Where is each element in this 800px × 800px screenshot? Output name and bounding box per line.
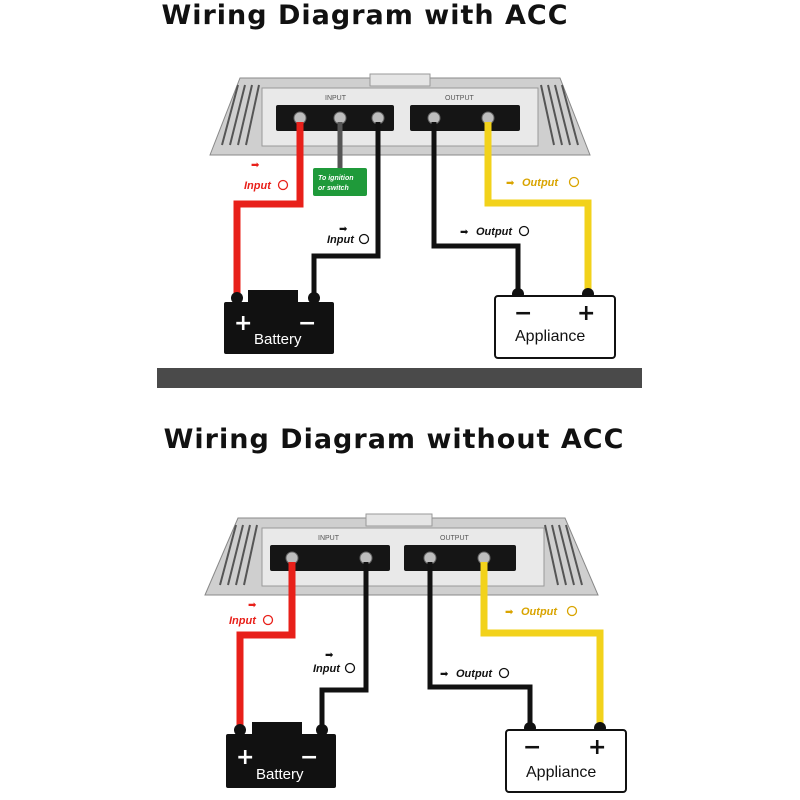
output-port-label: OUTPUT: [445, 95, 475, 102]
label-text: Output: [456, 668, 493, 680]
wire-output-negative: [431, 122, 521, 292]
label-output-negative: ➡ Output: [440, 667, 510, 680]
minus-circle-icon: [344, 662, 356, 674]
appliance: − + Appliance: [494, 288, 616, 359]
wire-output-positive: [480, 562, 604, 726]
appliance-plus-sign: +: [577, 301, 595, 326]
arrow-icon: ➡: [440, 669, 449, 680]
plus-circle-icon: [262, 614, 274, 626]
appliance-label: Appliance: [515, 328, 585, 345]
converter-unit: INPUT OUTPUT: [209, 73, 591, 156]
wire-input-positive: [236, 562, 296, 728]
battery: + − Battery: [224, 290, 334, 354]
output-port-label: OUTPUT: [440, 535, 470, 542]
battery-label: Battery: [254, 331, 302, 348]
appliance-minus-sign: −: [514, 301, 532, 326]
wire-input-negative: [311, 122, 381, 296]
plus-circle-icon: [566, 605, 578, 617]
battery: + − Battery: [226, 722, 336, 788]
battery-minus-sign: −: [300, 745, 318, 770]
label-output-positive: ➡ Output: [506, 176, 580, 189]
battery-label: Battery: [256, 766, 304, 783]
title-without-acc: Wiring Diagram without ACC: [163, 424, 625, 455]
label-input-negative: ➡ Input: [313, 650, 356, 675]
minus-circle-icon: [358, 233, 370, 245]
minus-circle-icon: [498, 667, 510, 679]
diagram-with-acc: INPUT OUTPUT To ignition or switch ➡ Inp…: [209, 73, 616, 359]
battery-plus-sign: +: [236, 745, 254, 770]
input-port-label: INPUT: [325, 95, 347, 102]
arrow-icon: ➡: [325, 650, 334, 661]
diagram-without-acc: INPUT OUTPUT ➡ Input ➡ Input ➡ Output ➡ …: [204, 513, 627, 793]
arrow-icon: ➡: [460, 227, 469, 238]
label-text: Output: [476, 226, 513, 238]
appliance-label: Appliance: [526, 764, 596, 781]
section-divider: [157, 368, 642, 388]
appliance-minus-sign: −: [523, 735, 541, 760]
battery-plus-sign: +: [234, 311, 252, 336]
minus-circle-icon: [518, 225, 530, 237]
label-text: Input: [327, 234, 355, 246]
label-text: Input: [244, 180, 272, 192]
label-text: Input: [229, 615, 257, 627]
acc-tag: To ignition or switch: [313, 168, 367, 196]
wire-input-negative: [319, 562, 369, 728]
arrow-icon: ➡: [339, 224, 348, 235]
converter-unit: INPUT OUTPUT: [204, 513, 599, 596]
label-input-negative: ➡ Input: [327, 224, 370, 246]
arrow-icon: ➡: [251, 160, 260, 171]
acc-tag-line1: To ignition: [318, 175, 354, 182]
input-port-label: INPUT: [318, 535, 340, 542]
title-with-acc: Wiring Diagram with ACC: [161, 0, 569, 31]
wire-output-positive: [484, 122, 592, 292]
label-text: Input: [313, 663, 341, 675]
arrow-icon: ➡: [505, 607, 514, 618]
battery-minus-sign: −: [298, 311, 316, 336]
plus-circle-icon: [277, 179, 289, 191]
label-text: Output: [521, 606, 558, 618]
label-output-negative: ➡ Output: [460, 225, 530, 238]
label-text: Output: [522, 177, 559, 189]
wire-output-negative: [427, 562, 533, 726]
label-input-positive: ➡ Input: [244, 160, 289, 192]
plus-circle-icon: [568, 176, 580, 188]
acc-tag-line2: or switch: [318, 185, 349, 192]
arrow-icon: ➡: [248, 600, 257, 611]
appliance: − + Appliance: [505, 722, 627, 793]
wire-input-positive: [233, 122, 304, 296]
label-output-positive: ➡ Output: [505, 605, 578, 618]
arrow-icon: ➡: [506, 178, 515, 189]
label-input-positive: ➡ Input: [229, 600, 274, 627]
appliance-plus-sign: +: [588, 735, 606, 760]
